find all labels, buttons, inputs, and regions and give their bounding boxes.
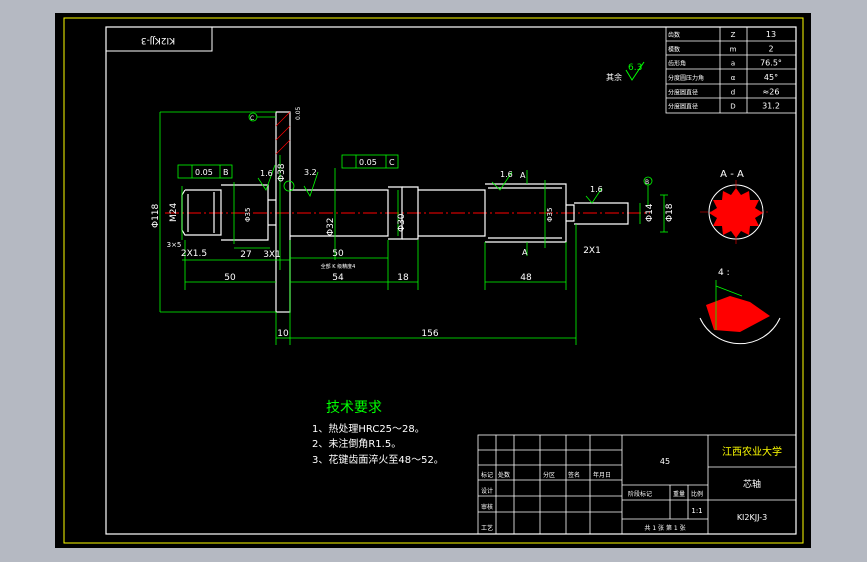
dim-18: 18 [397, 273, 409, 283]
tb-date: 年月日 [593, 471, 611, 479]
code-box: KI2KJJ-3 [105, 26, 213, 52]
param-row-label: 齿数 [668, 31, 680, 39]
tb-material: 45 [660, 457, 670, 466]
dim-d14: Φ14 [645, 203, 655, 222]
param-row-label: 分度圆直径 [668, 103, 698, 111]
paper-sheet [55, 13, 811, 548]
tb-stage: 阶段标记 [628, 490, 652, 498]
tb-weight: 重量 [673, 490, 685, 498]
outer-border [63, 17, 804, 544]
param-rows: 齿数 Z 13 模数 m 2 齿形角 a 76.5° 分度圆压力角 α 45° 分度圆直径 d ≈26 分度圆… [668, 30, 782, 111]
title-block-texts: 江西农业大学 芯轴 KI2KJJ-3 45 1:1 阶段标记 重量 比例 共 1… [481, 445, 782, 532]
dim-2x15: 2X1.5 [181, 249, 207, 259]
datum-a-bottom: A [522, 248, 528, 257]
tb-drawing-no: KI2KJJ-3 [737, 513, 767, 522]
dim-3x1: 3X1 [263, 250, 281, 260]
detail-view: 4 : [699, 268, 781, 345]
dim-flange-top: 0.05 [295, 106, 302, 120]
tb-revision: 标记 [481, 471, 493, 479]
tech-item-1: 1、热处理HRC25～28。 [312, 422, 425, 435]
tb-design: 设计 [481, 487, 493, 495]
datum-a-top: A [520, 171, 526, 180]
dim-10: 10 [277, 329, 289, 339]
dim-d30: Φ30 [397, 213, 407, 232]
vertical-dim-texts: Φ118 M24 Φ35 Φ38 Φ32 Φ30 Φ35 Φ14 Φ18 0.0… [151, 106, 675, 236]
annotation-texts: 1.6 3.2 1.6 1.6 0.05 B 0.05 C A A C B [195, 115, 649, 257]
param-row-symbol: D [730, 103, 735, 111]
tb-part-name: 芯轴 [743, 478, 761, 490]
technical-requirements: 技术要求 1、热处理HRC25～28。 2、未注倒角R1.5。 3、花键齿面淬火… [312, 400, 444, 466]
dim-d32: Φ32 [326, 217, 336, 236]
label-b: B [645, 179, 649, 186]
flange-hatching [275, 111, 291, 155]
param-row-label: 模数 [668, 45, 680, 53]
roughness-32: 3.2 [304, 168, 317, 177]
dim-2x1: 2X1 [583, 246, 601, 256]
tol-b-datum: B [223, 168, 229, 177]
dim-d35b: Φ35 [546, 208, 554, 222]
dim-m24: M24 [169, 203, 179, 222]
param-row-label: 分度圆压力角 [668, 74, 704, 82]
tb-process: 工艺 [481, 524, 493, 532]
tb-sig: 签名 [568, 471, 580, 479]
dim-d35: Φ35 [244, 208, 252, 222]
tol-b-value: 0.05 [195, 168, 213, 177]
param-row-symbol: Z [731, 31, 736, 39]
shaft-outline [181, 111, 629, 313]
drawing-frame [105, 26, 797, 535]
label-c: C [250, 115, 254, 122]
dim-d18: Φ18 [665, 203, 675, 222]
tol-c-value: 0.05 [359, 158, 377, 167]
dimension-lines [159, 111, 668, 345]
tb-check: 审核 [481, 503, 493, 511]
tol-c-datum: C [389, 158, 395, 167]
horizontal-dim-texts: 2X1.5 27 3X1 50 50 54 18 48 10 156 2X1 3… [167, 241, 601, 339]
roughness-rest: 其余 6.3 [606, 61, 645, 82]
param-row-value: ≈26 [763, 87, 780, 96]
dim-27: 27 [240, 250, 251, 260]
tb-count: 处数 [498, 471, 510, 479]
param-row-value: 76.5° [760, 59, 782, 68]
title-block [477, 434, 797, 535]
tech-item-3: 3、花键齿面淬火至48～52。 [312, 453, 444, 466]
param-row-symbol: d [731, 88, 735, 96]
section-title: A - A [720, 169, 744, 180]
roughness-16c: 1.6 [590, 185, 603, 194]
roughness-rest-label: 其余 [606, 72, 622, 82]
param-row-value: 45° [764, 73, 778, 82]
dim-50a: 50 [224, 273, 236, 283]
tb-scale: 1:1 [691, 507, 702, 515]
dim-48: 48 [520, 273, 532, 283]
param-row-value: 2 [768, 44, 773, 53]
tb-ratio: 比例 [691, 490, 703, 498]
dim-54: 54 [332, 273, 344, 283]
param-row-symbol: m [730, 45, 737, 53]
param-row-value: 13 [766, 30, 776, 39]
detail-label: 4 : [718, 268, 730, 278]
tech-item-2: 2、未注倒角R1.5。 [312, 437, 401, 450]
tb-sheet: 共 1 张 第 1 张 [644, 524, 685, 532]
roughness-16a: 1.6 [260, 169, 273, 178]
param-row-symbol: α [731, 74, 736, 82]
param-row-symbol: a [731, 60, 735, 68]
section-aa: A - A [700, 169, 770, 245]
tech-title: 技术要求 [326, 400, 382, 416]
dim-156: 156 [421, 329, 438, 339]
param-row-label: 分度圆直径 [668, 88, 698, 96]
roughness-rest-value: 6.3 [628, 63, 642, 73]
code-box-text: KI2KJJ-3 [141, 35, 175, 45]
param-row-value: 31.2 [762, 102, 780, 111]
roughness-16b: 1.6 [500, 170, 513, 179]
dim-3x45: 3×5 [167, 241, 182, 249]
param-row-label: 齿形角 [668, 60, 686, 68]
tb-division: 分区 [543, 471, 555, 479]
tiny-note: 全部 K 级精度4 [321, 263, 356, 270]
tb-school: 江西农业大学 [722, 445, 782, 458]
spline-parameter-table [665, 26, 797, 114]
dim-d38: Φ38 [277, 163, 287, 182]
dim-d118: Φ118 [151, 203, 161, 228]
dim-50b: 50 [332, 249, 344, 259]
